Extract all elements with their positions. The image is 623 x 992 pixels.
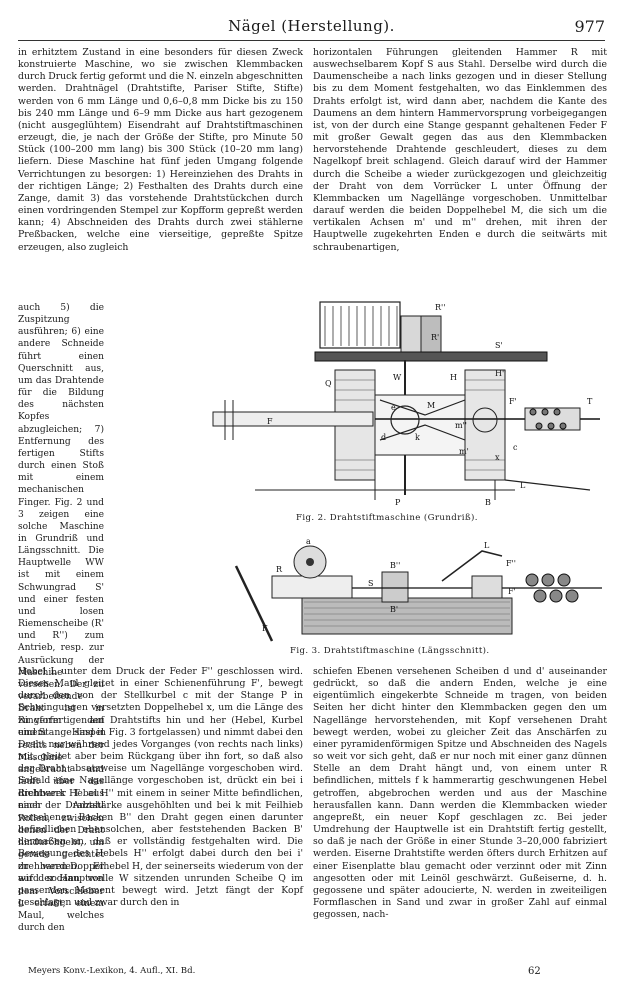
machine-bed bbox=[301, 597, 513, 635]
footer-publication: Meyers Konv.-Lexikon, 4. Aufl., XI. Bd. bbox=[28, 966, 196, 976]
belt bbox=[314, 351, 548, 362]
label-s: S bbox=[368, 579, 373, 588]
label-h2: H'' bbox=[495, 369, 506, 378]
label-e: e bbox=[391, 403, 396, 412]
narrow-paragraph: auch 5) die Zuspitzung ausführen; 6) ein… bbox=[18, 303, 104, 933]
label-s1: S' bbox=[495, 341, 503, 350]
label-m: M bbox=[427, 401, 435, 410]
label-m2: m'' bbox=[455, 421, 467, 430]
label-b: B bbox=[485, 498, 491, 507]
left-column-text: in erhitztem Zustand in eine besonders f… bbox=[18, 47, 303, 254]
bottom-right-column-text: schiefen Ebenen versehenen Scheiben d un… bbox=[313, 666, 607, 921]
narrow-column-text: auch 5) die Zuspitzung ausführen; 6) ein… bbox=[18, 302, 104, 934]
spring-rod bbox=[234, 565, 274, 642]
bottom-left-column-text: Hebel L unter dem Druck der Feder F'' ge… bbox=[18, 666, 303, 909]
label-m1: m' bbox=[459, 447, 469, 456]
hammer-guide bbox=[212, 411, 374, 427]
label-b2: B'' bbox=[390, 561, 400, 570]
fig2-labels: R'' R' S' W H'' H Q F' T F M m'' e d k c… bbox=[267, 303, 593, 507]
bottom-right-paragraph: schiefen Ebenen versehenen Scheiben d un… bbox=[313, 666, 607, 921]
left-paragraph: in erhitztem Zustand in eine besonders f… bbox=[18, 47, 303, 253]
stroke-rod bbox=[504, 479, 591, 491]
cam-disc bbox=[390, 405, 420, 435]
label-x: x bbox=[495, 453, 500, 462]
frame-center bbox=[374, 394, 466, 456]
label-r1: R' bbox=[431, 333, 439, 342]
right-column-text: horizontalen Führungen gleitenden Hammer… bbox=[313, 47, 607, 254]
label-t: T bbox=[587, 397, 593, 406]
label-h: H bbox=[450, 373, 457, 382]
label-f1: F' bbox=[509, 397, 517, 406]
label-w: W bbox=[393, 373, 402, 382]
feed-lever bbox=[441, 550, 503, 582]
page-number: 977 bbox=[574, 17, 605, 36]
double-lever-lower bbox=[379, 424, 466, 441]
label-p: P bbox=[395, 498, 401, 507]
label-f3: F bbox=[262, 624, 268, 633]
label-l3: L bbox=[484, 541, 490, 550]
label-l: L bbox=[520, 481, 526, 490]
fig3-labels: a R S B'' B' L F'' F F' bbox=[262, 537, 516, 633]
right-top-paragraph: horizontalen Führungen gleitenden Hammer… bbox=[313, 47, 607, 253]
double-lever bbox=[379, 399, 466, 416]
header-rule bbox=[18, 40, 605, 41]
spring-box bbox=[471, 575, 503, 599]
label-a: a bbox=[306, 537, 311, 546]
label-r: R bbox=[276, 565, 283, 574]
hammer-body bbox=[271, 575, 353, 599]
label-q: Q bbox=[325, 379, 332, 388]
straightener-rollers bbox=[525, 573, 579, 603]
cam-disc-right bbox=[472, 407, 498, 433]
label-f1b: F' bbox=[508, 587, 516, 596]
figure-3-section-view: a R S B'' B' L F'' F F' bbox=[234, 537, 602, 642]
figure-3-caption: Fig. 3. Drahtstiftmaschine (Längsschnitt… bbox=[290, 646, 490, 656]
label-b1: B' bbox=[390, 605, 398, 614]
frame-right bbox=[464, 369, 506, 481]
label-c: c bbox=[513, 443, 518, 452]
label-f: F bbox=[267, 417, 273, 426]
label-f2: F'' bbox=[506, 559, 516, 568]
label-r2: R'' bbox=[435, 303, 445, 312]
figure-2-plan-view: R'' R' S' W H'' H Q F' T F M m'' e d k c… bbox=[212, 301, 600, 507]
flywheel bbox=[319, 301, 401, 349]
label-d: d bbox=[381, 433, 386, 442]
clamp-block bbox=[381, 571, 409, 603]
figure-2-caption: Fig. 2. Drahtstiftmaschine (Grundriß). bbox=[296, 513, 478, 523]
label-k: k bbox=[415, 433, 420, 442]
bottom-left-paragraph: Hebel L unter dem Druck der Feder F'' ge… bbox=[18, 666, 304, 908]
page-title: Nägel (Herstellung). bbox=[228, 17, 395, 35]
footer-signature: 62 bbox=[528, 966, 541, 977]
page-header: Nägel (Herstellung). 977 bbox=[18, 17, 605, 37]
